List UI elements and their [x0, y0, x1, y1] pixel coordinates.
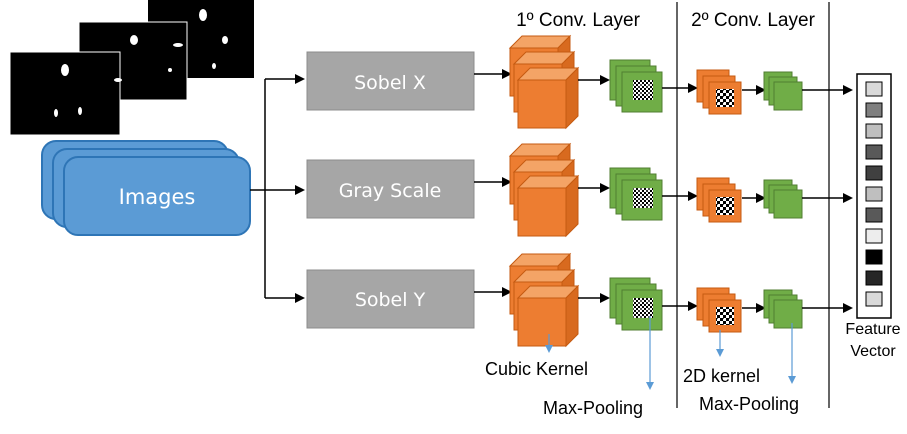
feature-vector-cell [865, 249, 883, 265]
branch-connectors [250, 74, 305, 303]
conv1-cube-front [516, 284, 580, 348]
filter-sobel-x: Sobel X [306, 51, 475, 111]
sample-images-stack [9, 0, 254, 136]
pool2-stack [763, 71, 803, 111]
feature-vector-cell [865, 291, 883, 307]
feature-vector-cell [865, 102, 883, 118]
processing-rows [474, 34, 853, 348]
kernel-2d-label: 2D kernel [683, 366, 760, 386]
pool2-stack [763, 289, 803, 329]
pool1-feature-map [633, 188, 653, 208]
pool1-stack [609, 59, 663, 113]
cubic-kernel-label: Cubic Kernel [485, 359, 588, 379]
conv2-header: 2º Conv. Layer [691, 10, 815, 31]
feature-vector-cell [865, 228, 883, 244]
feature-vector-label-line1: Feature [845, 321, 900, 338]
conv1-cube-front [516, 66, 580, 130]
pool1-feature-map [633, 80, 653, 100]
filter-gray-scale: Gray Scale [306, 159, 475, 219]
feature-vector-cell [865, 270, 883, 286]
conv2-stack [696, 287, 742, 333]
pool1-stack [609, 277, 663, 331]
max-pooling-1-label: Max-Pooling [543, 398, 643, 418]
images-box-front [63, 156, 251, 236]
feature-vector-cell [865, 186, 883, 202]
feature-vector-cell [865, 81, 883, 97]
pool2-stack [763, 179, 803, 219]
feature-vector [856, 73, 892, 319]
conv1-cube-front [516, 174, 580, 238]
row-sobel_y [474, 252, 853, 348]
sample-image-blobs [54, 9, 228, 117]
feature-vector-cell [865, 123, 883, 139]
feature-vector-label-line2: Vector [850, 343, 896, 360]
conv2-stack [696, 69, 742, 115]
filter-gray-scale-label: Gray Scale [339, 180, 442, 202]
conv2-stack [696, 177, 742, 223]
conv2-kernel-map [716, 89, 734, 107]
conv2-kernel-map [716, 197, 734, 215]
filter-sobel-x-label: Sobel X [354, 72, 426, 94]
conv2-kernel-map [716, 307, 734, 325]
conv1-header: 1º Conv. Layer [516, 10, 640, 31]
filter-sobel-y: Sobel Y [306, 269, 475, 329]
pool1-feature-map [633, 298, 653, 318]
images-label: Images [119, 185, 196, 209]
feature-vector-cell [865, 207, 883, 223]
pool1-stack [609, 167, 663, 221]
feature-vector-cell [865, 144, 883, 160]
max-pooling-2-label: Max-Pooling [699, 394, 799, 414]
row-sobel_x [474, 34, 853, 130]
filter-sobel-y-label: Sobel Y [355, 289, 426, 311]
row-gray_scale [474, 142, 853, 238]
feature-vector-cell [865, 165, 883, 181]
images-input-block: Images [41, 140, 251, 236]
annotation-arrows [545, 316, 796, 390]
